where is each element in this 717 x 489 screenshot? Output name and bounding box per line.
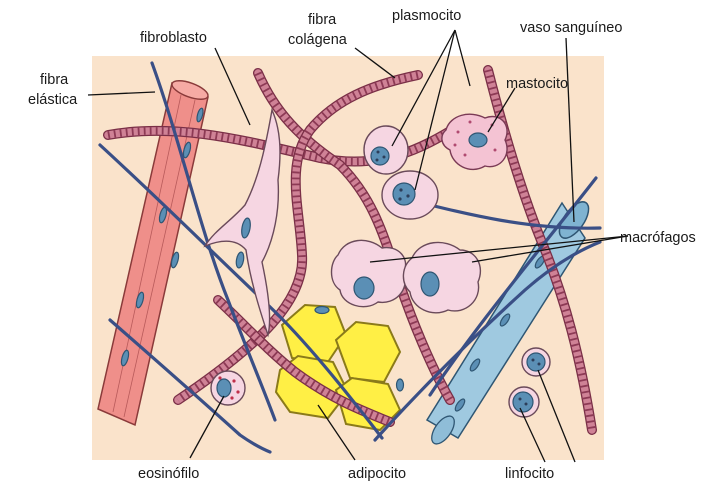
label-linfocito: linfocito — [505, 466, 554, 482]
label-fibra-colagena-line2: colágena — [288, 32, 348, 48]
label-fibra-colagena-line1: fibra — [308, 12, 337, 28]
label-macrofagos: macrófagos — [620, 230, 696, 246]
label-fibra-elastica-line2: elástica — [28, 92, 78, 108]
macrophage — [403, 242, 480, 312]
lymphocyte — [509, 387, 539, 417]
label-vaso-sanguineo: vaso sanguíneo — [520, 20, 622, 36]
lymphocyte — [522, 348, 550, 376]
plasmocyte — [364, 126, 408, 174]
label-mastocito: mastocito — [506, 76, 568, 92]
macrophage — [332, 240, 406, 306]
label-plasmocito: plasmocito — [392, 8, 461, 24]
eosinophil — [211, 371, 245, 405]
label-eosinofilo: eosinófilo — [138, 466, 199, 482]
label-fibroblasto: fibroblasto — [140, 30, 207, 46]
label-fibra-elastica-line1: fibra — [40, 72, 69, 88]
label-adipocito: adipocito — [348, 466, 406, 482]
plasmocyte — [382, 171, 438, 219]
